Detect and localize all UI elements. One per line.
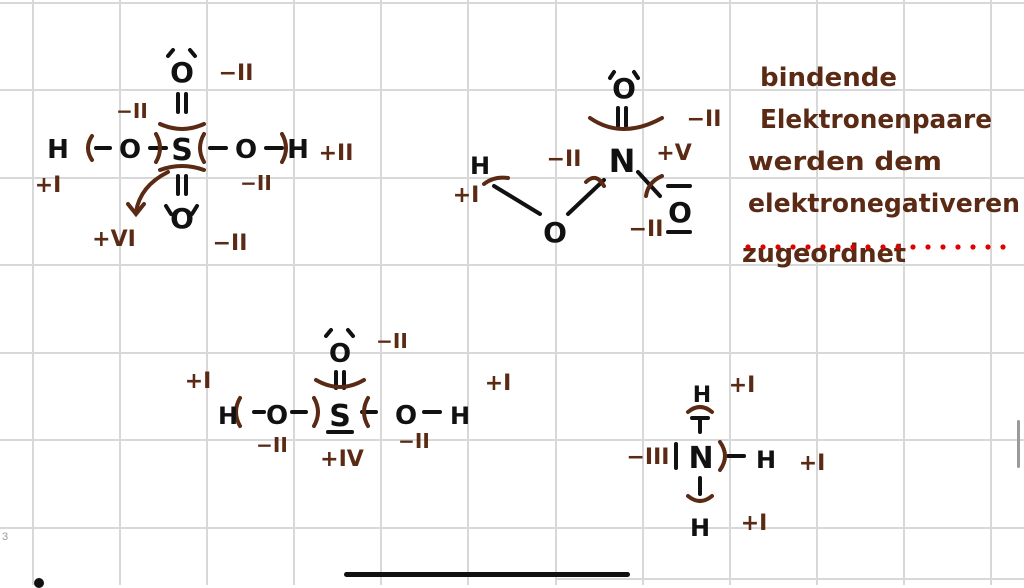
vertical-scrollbar[interactable] [1017, 420, 1020, 468]
nh3-ox-h-right: +I [799, 451, 826, 476]
hno3-structure: O N H O O −II −II +V +I −II [453, 70, 722, 249]
h2so3-h-right: H [450, 402, 470, 430]
h2so4-o-left: O [119, 135, 141, 165]
h2so4-ox-s: +VI [92, 227, 136, 252]
h2so3-o-right: O [395, 401, 417, 431]
h2so4-ox-o-top: −II [219, 61, 254, 86]
hno3-o-bridge: O [543, 216, 567, 249]
h2so4-h-left: H [47, 135, 69, 165]
note-line-2: Elektronenpaare [760, 105, 992, 135]
nh3-ox-h-bottom: +I [741, 511, 768, 536]
h2so3-ox-o-top: −II [376, 329, 408, 353]
hno3-ox-n: +V [656, 141, 691, 166]
hno3-ox-o-right: −II [629, 217, 664, 242]
h2so3-s: S [329, 399, 351, 434]
page-number: 3 [2, 531, 9, 543]
h2so3-ox-o-right: −II [398, 429, 430, 453]
nh3-structure: H N H H +I −III +I +I [627, 373, 826, 542]
h2so3-ox-h-right: +I [485, 371, 512, 396]
h2so4-ox-o-right: −II [240, 171, 272, 195]
h2so4-structure: O S O H O O H −II −II −II −II +I +II +VI [35, 48, 354, 256]
h2so4-ox-h-left: +I [35, 173, 62, 198]
note-line-1: bindende [760, 63, 897, 93]
corner-dot [34, 578, 44, 588]
bottom-divider [556, 578, 1024, 580]
h2so4-ox-o-left: −II [116, 99, 148, 123]
nh3-ox-h-top: +I [729, 373, 756, 398]
red-dotted-underline [745, 244, 1006, 250]
note-text: bindende Elektronenpaare werden dem elek… [742, 63, 1020, 269]
nh3-h-bottom: H [690, 514, 710, 542]
h2so3-h-left: H [218, 402, 238, 430]
h2so3-structure: O H O S O H −II +I +I −II −II +IV [185, 328, 512, 472]
nh3-ox-n: −III [627, 445, 670, 470]
note-line-3: werden dem [748, 147, 942, 177]
h2so3-ox-s: +IV [320, 447, 364, 472]
h2so4-ox-o-bottom: −II [213, 231, 248, 256]
h2so3-o-top: O [329, 339, 351, 369]
note-line-4: elektronegativeren [748, 189, 1020, 219]
note-line-5: zugeordnet [742, 239, 906, 269]
nh3-n: N [688, 441, 713, 476]
h2so4-o-bottom: O [170, 202, 194, 235]
hno3-h: H [470, 152, 490, 180]
hno3-n: N [609, 142, 636, 180]
h2so3-o-left: O [266, 401, 288, 431]
hno3-o-top: O [612, 72, 636, 105]
h2so4-o-top: O [170, 56, 194, 89]
h2so4-h-right: H [287, 135, 309, 165]
hno3-o-right: O [668, 196, 692, 229]
h2so4-s: S [171, 133, 193, 168]
h2so4-ox-h-right: +II [319, 141, 354, 166]
h2so4-o-right: O [235, 135, 257, 165]
h2so3-ox-o-left: −II [256, 433, 288, 457]
nh3-h-right: H [756, 446, 776, 474]
hno3-ox-h: +I [453, 183, 480, 208]
hno3-ox-o-bridge: −II [547, 147, 582, 172]
h2so3-ox-h-left: +I [185, 369, 212, 394]
page-indicator: 3 [2, 531, 8, 543]
home-indicator-bar[interactable] [344, 572, 630, 577]
hno3-ox-o-top: −II [687, 107, 722, 132]
nh3-h-top: H [693, 383, 711, 408]
